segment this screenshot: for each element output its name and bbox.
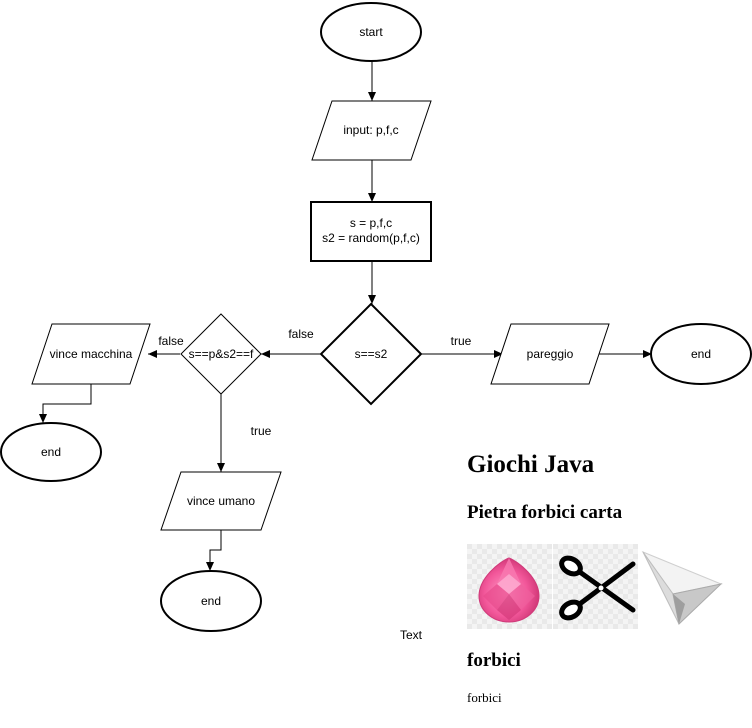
process-line2: s2 = random(p,f,c) [322, 231, 420, 245]
end-left-node: end [0, 422, 102, 482]
end-right-node: end [650, 323, 752, 385]
start-node: start [320, 2, 422, 62]
end-bottom-label: end [201, 594, 221, 608]
true-label-down: true [251, 424, 272, 438]
start-label: start [359, 25, 383, 39]
input-node: input: p,f,c [311, 100, 432, 161]
stray-text-label: Text [400, 628, 423, 642]
end-right-label: end [691, 347, 711, 361]
false-label-second: false [158, 334, 184, 348]
decision-second-label: s==p&s2==f [189, 347, 254, 361]
decision-main-label: s==s2 [355, 347, 388, 361]
input-label: input: p,f,c [343, 123, 398, 137]
decision-main-node: s==s2 [319, 302, 423, 406]
gem-icon [467, 544, 552, 629]
connectors [39, 61, 652, 571]
gem-button[interactable] [467, 544, 552, 629]
vince-macchina-label: vince macchina [50, 347, 133, 361]
decision-second-node: s==p&s2==f [180, 313, 262, 395]
process-node: s = p,f,c s2 = random(p,f,c) [310, 201, 432, 262]
pareggio-node: pareggio [490, 323, 610, 385]
false-label-left: false [288, 327, 314, 341]
page-title: Giochi Java [467, 451, 595, 478]
selected-choice-text: forbici [467, 690, 502, 705]
page-subtitle: Pietra forbici carta [467, 502, 623, 523]
end-bottom-node: end [160, 570, 262, 632]
pareggio-label: pareggio [527, 347, 574, 361]
vince-umano-node: vince umano [160, 471, 282, 531]
end-left-label: end [41, 445, 61, 459]
scissors-button[interactable] [553, 544, 638, 629]
vince-macchina-node: vince macchina [31, 323, 151, 385]
true-label-right: true [451, 334, 472, 348]
vince-umano-label: vince umano [187, 494, 255, 508]
process-line1: s = p,f,c [350, 216, 392, 230]
paper-plane-icon [639, 544, 724, 629]
paper-plane-button[interactable] [639, 544, 724, 629]
selected-choice-heading: forbici [467, 650, 521, 671]
scissors-icon [553, 544, 638, 629]
